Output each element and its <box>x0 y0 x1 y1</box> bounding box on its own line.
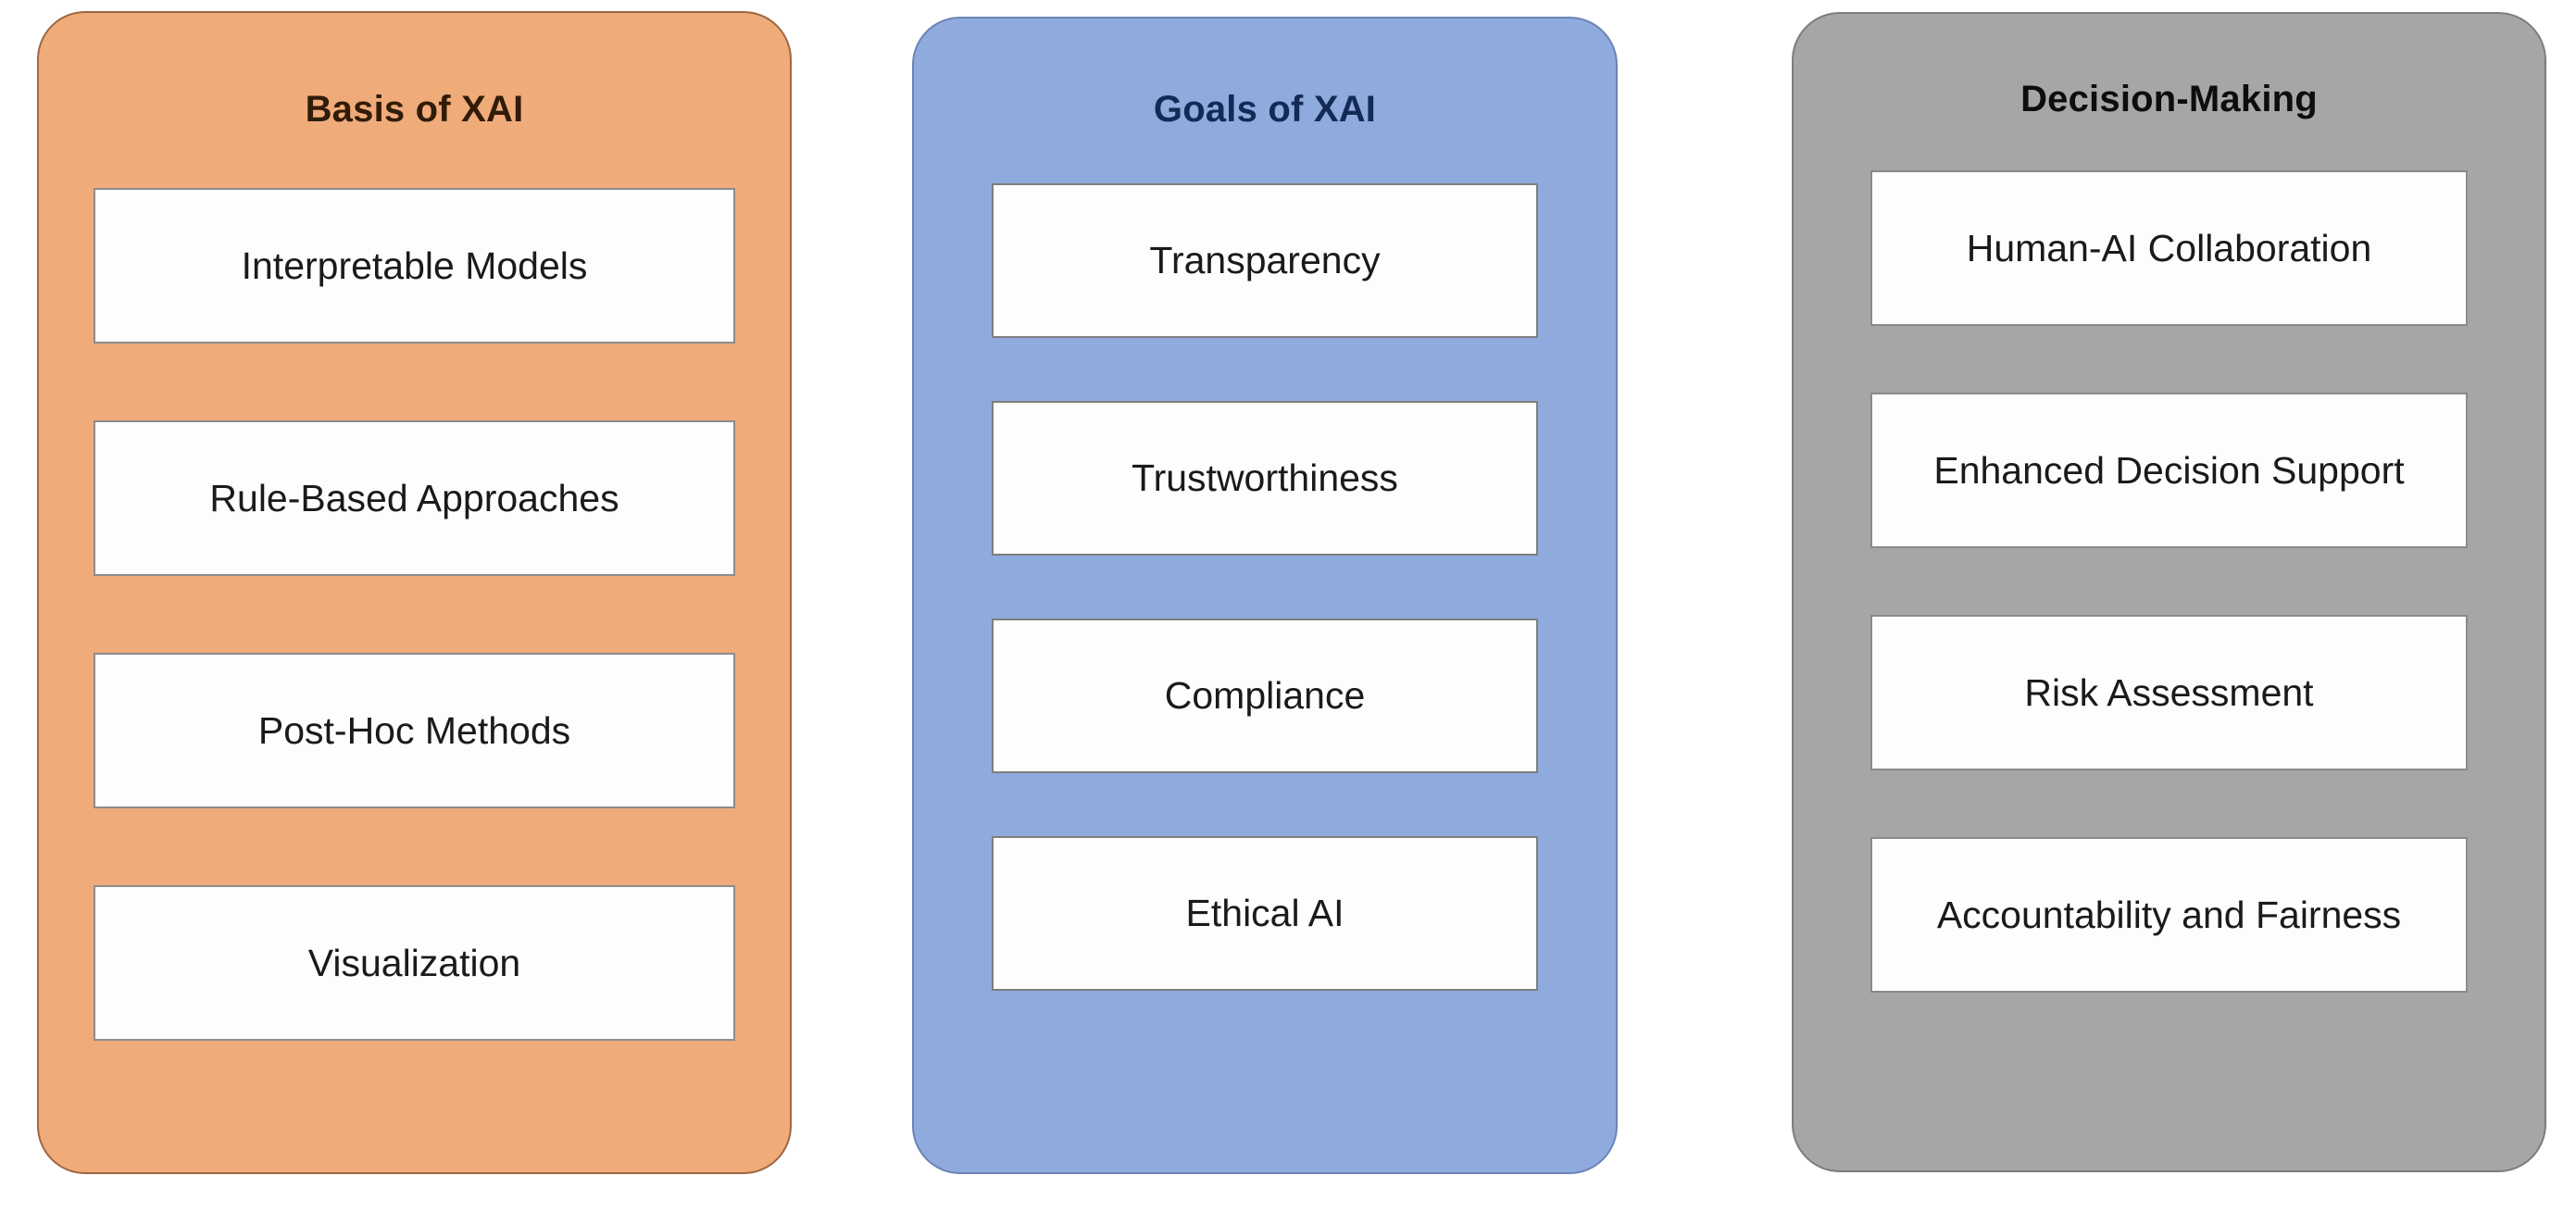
panel-title-goals-of-xai: Goals of XAI <box>1153 89 1377 130</box>
item-list-basis-of-xai: Interpretable Models Rule-Based Approach… <box>39 188 790 1041</box>
item-trustworthiness[interactable]: Trustworthiness <box>992 401 1538 556</box>
panel-decision-making: Decision-Making Human-AI Collaboration E… <box>1792 12 2546 1172</box>
item-list-goals-of-xai: Transparency Trustworthiness Compliance … <box>914 183 1616 991</box>
item-ethical-ai[interactable]: Ethical AI <box>992 836 1538 991</box>
item-compliance[interactable]: Compliance <box>992 619 1538 773</box>
panel-title-basis-of-xai: Basis of XAI <box>305 89 524 130</box>
panel-title-decision-making: Decision-Making <box>2020 79 2318 119</box>
panel-basis-of-xai: Basis of XAI Interpretable Models Rule-B… <box>37 11 792 1174</box>
item-risk-assessment[interactable]: Risk Assessment <box>1870 615 2468 770</box>
item-visualization[interactable]: Visualization <box>94 885 735 1041</box>
item-rule-based-approaches[interactable]: Rule-Based Approaches <box>94 420 735 576</box>
item-post-hoc-methods[interactable]: Post-Hoc Methods <box>94 653 735 808</box>
item-interpretable-models[interactable]: Interpretable Models <box>94 188 735 344</box>
item-enhanced-decision-support[interactable]: Enhanced Decision Support <box>1870 393 2468 548</box>
item-human-ai-collaboration[interactable]: Human-AI Collaboration <box>1870 170 2468 326</box>
panel-goals-of-xai: Goals of XAI Transparency Trustworthines… <box>912 17 1618 1174</box>
item-accountability-and-fairness[interactable]: Accountability and Fairness <box>1870 837 2468 993</box>
item-transparency[interactable]: Transparency <box>992 183 1538 338</box>
item-list-decision-making: Human-AI Collaboration Enhanced Decision… <box>1794 170 2545 993</box>
